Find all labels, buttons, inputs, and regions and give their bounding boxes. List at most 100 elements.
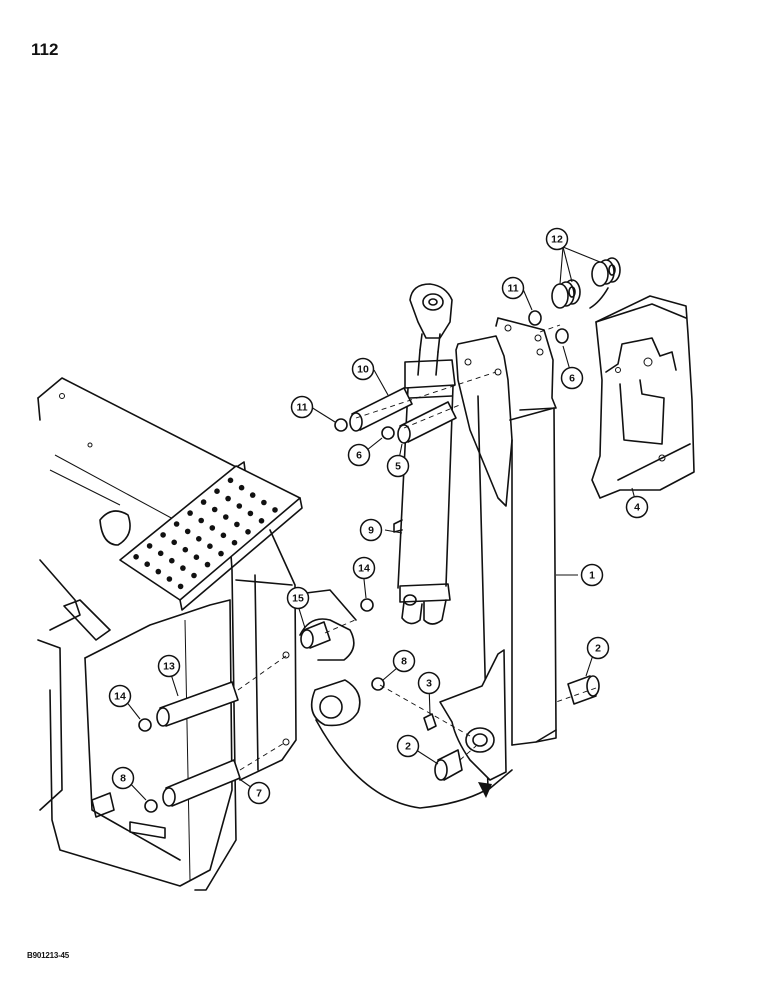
perforation-hole (196, 536, 202, 542)
callout-number: 2 (405, 741, 411, 753)
snap-ring (138, 718, 152, 732)
callout-number: 14 (358, 563, 370, 575)
callout-number: 8 (401, 656, 407, 668)
callout-14: 14 (352, 556, 376, 580)
callout-10: 10 (351, 357, 375, 381)
perforation-hole (191, 572, 197, 579)
callout-number: 13 (163, 661, 175, 673)
perforation-hole (245, 529, 251, 535)
arrowhead (478, 782, 492, 798)
perforation-hole (184, 528, 191, 535)
callout-5: 5 (386, 454, 410, 478)
perforation-hole (238, 484, 245, 491)
grease-fitting (423, 713, 437, 731)
callout-number: 8 (120, 773, 126, 785)
perforation-hole (236, 503, 243, 509)
perforation-hole (155, 568, 162, 575)
callout-3: 3 (417, 671, 441, 695)
snap-ring (144, 799, 158, 813)
perforation-hole (173, 521, 180, 527)
callout-number: 3 (426, 678, 432, 690)
callout-number: 1 (589, 570, 595, 582)
callout-number: 11 (296, 402, 307, 414)
swing-arc (315, 719, 487, 809)
callout-2: 2 (586, 636, 610, 660)
callout-15: 15 (286, 586, 310, 610)
bushing-small (434, 675, 600, 781)
callout-number: 6 (569, 373, 575, 385)
perforation-hole (249, 492, 256, 498)
page-number: 112 (31, 40, 59, 59)
callout-6: 6 (560, 366, 584, 390)
perforation-hole (211, 506, 218, 513)
loader-frame (37, 377, 361, 891)
perforation-hole (209, 525, 216, 531)
callout-2: 2 (396, 734, 420, 758)
callout-number: 2 (595, 643, 601, 655)
bushings (551, 257, 621, 309)
snap-ring (334, 418, 348, 432)
cover-plate (591, 295, 695, 499)
snap-ring (555, 328, 569, 344)
perforation-hole (166, 576, 173, 582)
perforation-hole (157, 550, 164, 557)
callout-12: 12 (545, 227, 569, 251)
perforation-hole (220, 532, 227, 539)
callout-number: 5 (395, 461, 401, 473)
alignment-lines (237, 324, 597, 771)
perforation-hole (144, 561, 150, 567)
figure-code: B901213-45 (27, 951, 70, 960)
callout-number: 4 (634, 502, 640, 514)
callout-number: 12 (551, 234, 563, 246)
perforation-hole (218, 550, 224, 557)
perforation-hole (204, 561, 211, 568)
perforation-hole (171, 539, 177, 546)
snap-ring (528, 310, 542, 326)
callout-14: 14 (108, 684, 132, 708)
callout-9: 9 (359, 518, 383, 542)
callout-number: 14 (114, 691, 126, 703)
callout-1: 1 (580, 563, 604, 587)
perforation-hole (200, 499, 207, 505)
callout-number: 9 (368, 525, 374, 537)
perforation-hole (133, 554, 139, 560)
callout-11: 11 (501, 276, 525, 300)
perforation-hole (177, 583, 184, 590)
callout-number: 10 (357, 364, 369, 376)
perforation-hole (261, 499, 267, 506)
perforation-hole (187, 510, 193, 516)
perforation-hole (160, 532, 166, 538)
callout-4: 4 (625, 495, 649, 519)
step-plate (119, 465, 303, 611)
perforation-hole (247, 510, 254, 517)
callout-7: 7 (247, 781, 271, 805)
callout-number: 15 (292, 593, 304, 605)
perforation-hole (207, 543, 213, 549)
perforation-hole (231, 539, 238, 546)
callout-8: 8 (111, 766, 135, 790)
snap-ring (360, 598, 374, 612)
perforation-hole (198, 517, 204, 524)
snap-ring (371, 677, 385, 691)
perforation-hole (272, 507, 278, 513)
snap-ring (381, 426, 395, 440)
perforation-hole (182, 546, 189, 553)
perforation-hole (193, 554, 200, 560)
perforation-hole (227, 477, 234, 484)
callout-number: 6 (356, 450, 362, 462)
callout-number: 7 (256, 788, 262, 800)
perforation-hole (146, 543, 153, 549)
hydraulic-cylinder (393, 283, 456, 625)
perforation-hole (223, 514, 229, 520)
perforation-hole (214, 488, 220, 495)
perforation-hole (225, 495, 231, 502)
perforation-hole (258, 518, 265, 524)
perforation-hole (180, 565, 186, 571)
boom-arm (439, 317, 557, 791)
callout-11: 11 (290, 395, 314, 419)
callout-number: 11 (507, 283, 518, 295)
callout-13: 13 (157, 654, 181, 678)
callout-6: 6 (347, 443, 371, 467)
perforation-hole (234, 521, 240, 528)
